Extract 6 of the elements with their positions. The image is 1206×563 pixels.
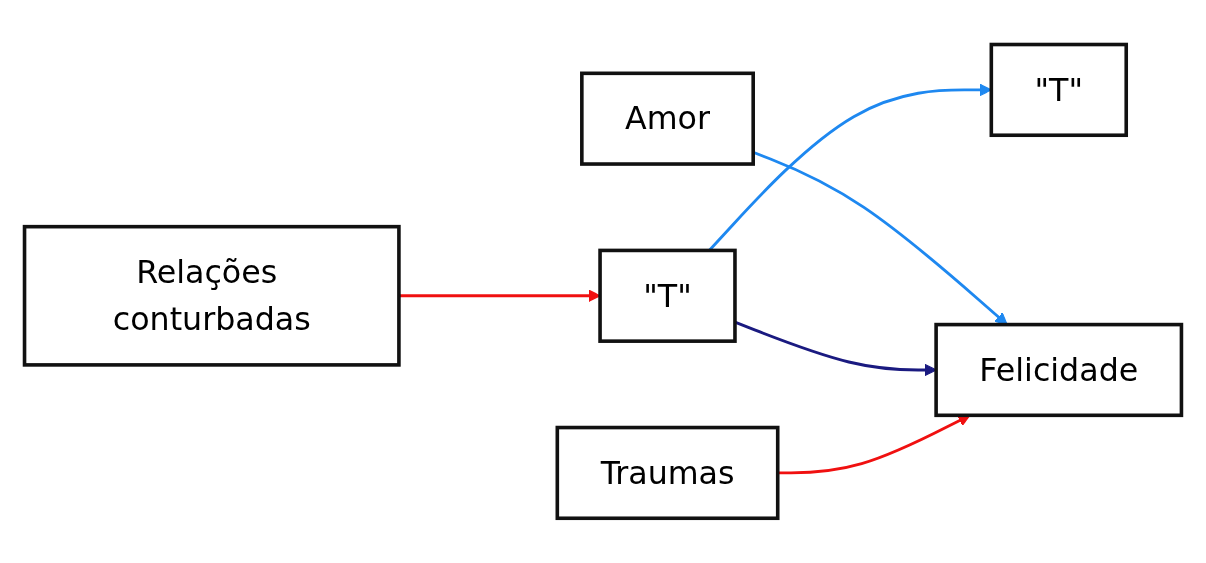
node-box: Relações conturbadas: [22, 225, 401, 367]
node-box: Traumas: [555, 425, 780, 521]
node-box: Felicidade: [934, 322, 1184, 418]
node-box: "T": [598, 248, 737, 344]
node-box: Amor: [580, 71, 755, 166]
node-box: "T": [989, 42, 1129, 138]
